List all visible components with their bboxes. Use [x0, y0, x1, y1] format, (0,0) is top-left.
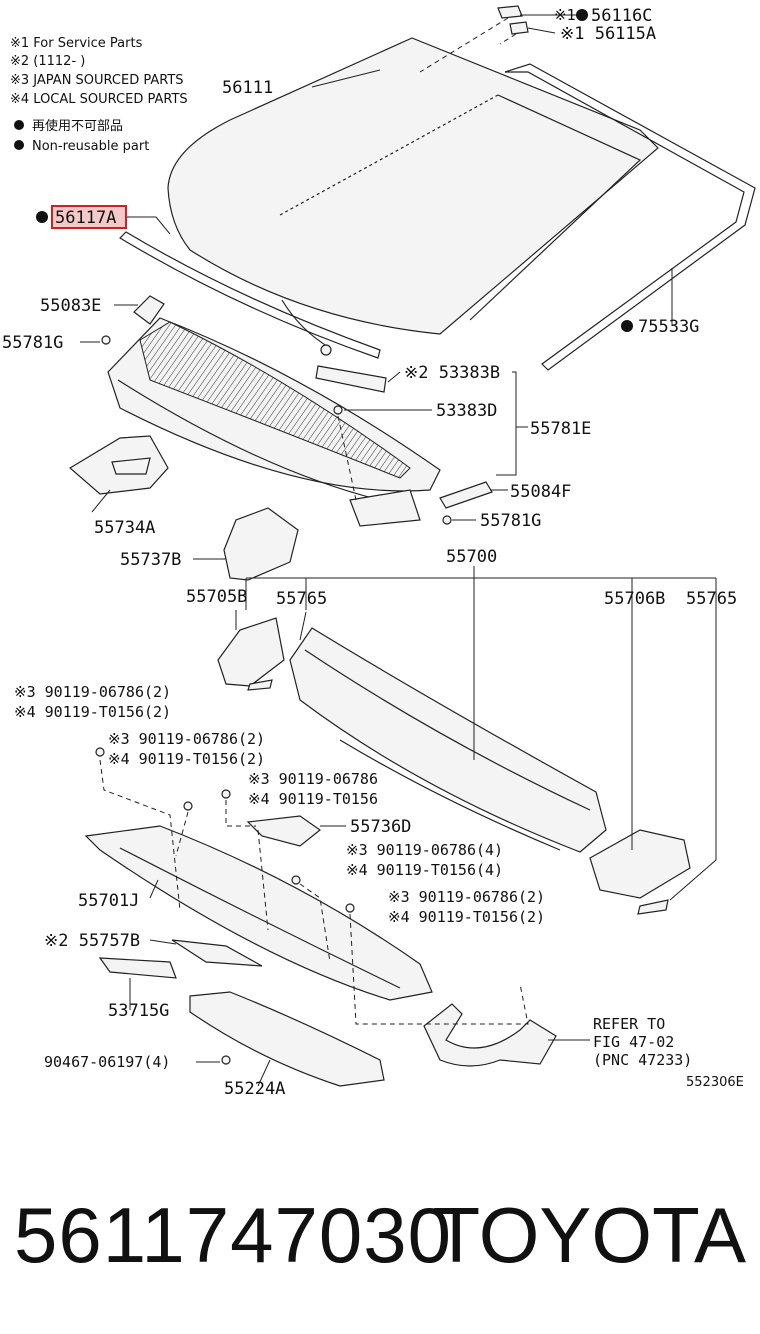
- label-55765-b: 55765: [686, 589, 737, 609]
- label-bolt-3a: ※3 90119-06786: [248, 770, 378, 788]
- label-55084F: 55084F: [510, 482, 571, 502]
- wiper-link-ref: [423, 1003, 557, 1067]
- nonreusable-dot-icon: [14, 140, 24, 150]
- label-75533G: 75533G: [638, 317, 699, 337]
- bolts: [95, 335, 452, 1065]
- part-55706B: [589, 829, 691, 899]
- windshield-seal: [119, 231, 381, 359]
- label-refer-2: FIG 47-02: [593, 1033, 674, 1051]
- label-55736D: 55736D: [350, 817, 411, 837]
- legend-note-2: ※2 (1112- ): [10, 54, 85, 69]
- part-55737B: [223, 507, 299, 581]
- part-55083E: [133, 295, 165, 325]
- legend: ※1 For Service Parts ※2 (1112- ) ※3 JAPA…: [10, 36, 188, 154]
- part-55765-right: [637, 899, 669, 915]
- clips-56116C: [419, 5, 529, 73]
- footer: 5611747030 TOYOTA: [0, 1180, 760, 1290]
- cowl-louver: [107, 317, 441, 527]
- label-56116C-prefix: ※1: [554, 6, 576, 24]
- label-55701J: 55701J: [78, 891, 139, 911]
- part-55736D: [246, 815, 322, 847]
- label-refer-1: REFER TO: [593, 1015, 665, 1033]
- label-bolt-1b: ※4 90119-T0156(2): [14, 703, 171, 721]
- legend-note-3: ※3 JAPAN SOURCED PARTS: [10, 73, 184, 88]
- label-53383B: ※2 53383B: [404, 363, 500, 383]
- part-53715G: [98, 957, 177, 979]
- label-bolt-4b: ※4 90119-T0156(4): [346, 861, 503, 879]
- part-number: 5611747030: [14, 1191, 453, 1279]
- label-refer-3: (PNC 47233): [593, 1051, 692, 1069]
- label-55781E: 55781E: [530, 419, 591, 439]
- brand-name: TOYOTA: [432, 1191, 747, 1279]
- label-55706B: 55706B: [604, 589, 665, 609]
- label-55781G-a: 55781G: [2, 333, 63, 353]
- label-55781G-b: 55781G: [480, 511, 541, 531]
- windshield-glass: [167, 37, 659, 335]
- callout-labels: ※1 56116C ※1 56115A 56111 56117A 75533G …: [2, 6, 744, 1099]
- legend-nonreusable-ja: 再使用不可部品: [32, 118, 123, 134]
- label-55224A: 55224A: [224, 1079, 285, 1099]
- label-bolt-2a: ※3 90119-06786(2): [108, 730, 265, 748]
- legend-nonreusable-en: Non-reusable part: [32, 139, 149, 154]
- cowl-panel-55700: [289, 627, 607, 853]
- label-bolt-2b: ※4 90119-T0156(2): [108, 750, 265, 768]
- nonreusable-dot-icon: [621, 320, 633, 332]
- leader-lines: [80, 14, 717, 1087]
- nonreusable-dot-icon: [576, 9, 588, 21]
- label-56115A: ※1 56115A: [560, 24, 656, 44]
- label-56117A-highlighted[interactable]: 56117A: [55, 208, 116, 228]
- highlight-box: [51, 205, 127, 229]
- label-55734A: 55734A: [94, 518, 155, 538]
- label-90467: 90467-06197(4): [44, 1053, 170, 1071]
- label-53383D: 53383D: [436, 401, 497, 421]
- windshield-moulding: [504, 63, 756, 371]
- label-55737B: 55737B: [120, 550, 181, 570]
- part-55084F: [439, 481, 493, 509]
- part-55757B: [171, 939, 263, 967]
- part-55705B: [217, 617, 285, 687]
- legend-note-4: ※4 LOCAL SOURCED PARTS: [10, 92, 188, 107]
- parts-diagram: ※1 For Service Parts ※2 (1112- ) ※3 JAPA…: [2, 5, 756, 1099]
- assembly-dashes: [99, 415, 529, 1025]
- label-55757B: ※2 55757B: [44, 931, 140, 951]
- nonreusable-dot-icon: [14, 120, 24, 130]
- part-55224A: [189, 991, 385, 1087]
- nonreusable-dot-icon: [36, 211, 48, 223]
- part-55734A: [68, 435, 169, 495]
- label-55083E: 55083E: [40, 296, 101, 316]
- label-55765-a: 55765: [276, 589, 327, 609]
- label-bolt-5b: ※4 90119-T0156(2): [388, 908, 545, 926]
- label-bolt-5a: ※3 90119-06786(2): [388, 888, 545, 906]
- label-figure-number: 552306E: [686, 1075, 744, 1090]
- part-55765-left: [247, 679, 273, 691]
- label-bolt-4a: ※3 90119-06786(4): [346, 841, 503, 859]
- legend-note-1: ※1 For Service Parts: [10, 36, 143, 51]
- label-56116C: 56116C: [591, 6, 652, 26]
- part-53383B-strip: [315, 365, 387, 393]
- cowl-lower-55701J: [84, 825, 433, 1001]
- label-56111: 56111: [222, 78, 273, 98]
- label-53715G: 53715G: [108, 1001, 169, 1021]
- label-bolt-1a: ※3 90119-06786(2): [14, 683, 171, 701]
- label-55700: 55700: [446, 547, 497, 567]
- label-55705B: 55705B: [186, 587, 247, 607]
- label-bolt-3b: ※4 90119-T0156: [248, 790, 378, 808]
